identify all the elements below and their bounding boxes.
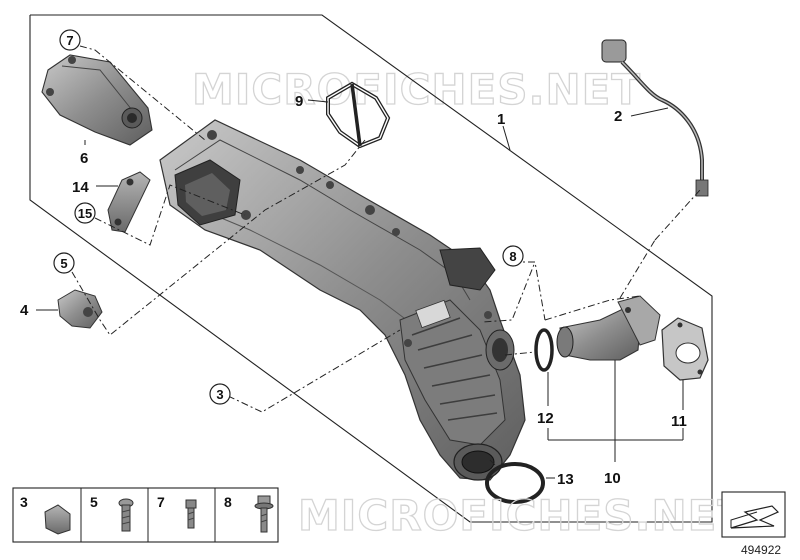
- valve-10: [556, 295, 661, 361]
- callout-4[interactable]: 4: [20, 302, 29, 319]
- o-ring-12: [534, 328, 554, 372]
- callout-6[interactable]: 6: [80, 150, 88, 167]
- callout-13[interactable]: 13: [557, 471, 574, 488]
- legend-item-3[interactable]: 3: [20, 494, 28, 510]
- legend-item-5[interactable]: 5: [90, 494, 98, 510]
- callout-15-circled[interactable]: 15: [74, 202, 96, 224]
- watermark-bottom: MICROFICHES.NET: [298, 491, 747, 540]
- bolt-icon: [118, 498, 134, 532]
- flange-bolt-icon: [254, 495, 274, 533]
- orientation-arrow: [721, 491, 786, 538]
- callout-2[interactable]: 2: [614, 108, 622, 125]
- pressure-sensor: [57, 289, 103, 329]
- watermark-top: MICROFICHES.NET: [192, 65, 641, 114]
- callout-1[interactable]: 1: [497, 111, 505, 128]
- callout-7-circled[interactable]: 7: [59, 29, 81, 51]
- intake-manifold: [159, 119, 526, 481]
- callout-12[interactable]: 12: [537, 410, 554, 427]
- callout-14[interactable]: 14: [72, 179, 89, 196]
- callout-7: 7: [66, 33, 73, 48]
- bracket: [107, 171, 151, 233]
- o-ring-13: [485, 462, 545, 504]
- callout-3-circled[interactable]: 3: [209, 383, 231, 405]
- legend-item-8[interactable]: 8: [224, 494, 232, 510]
- callout-5: 5: [60, 256, 67, 271]
- callout-8-circled[interactable]: 8: [502, 245, 524, 267]
- callout-5-circled[interactable]: 5: [53, 252, 75, 274]
- callout-10[interactable]: 10: [604, 470, 621, 487]
- callout-9[interactable]: 9: [295, 93, 303, 110]
- callout-11[interactable]: 11: [671, 413, 687, 430]
- callout-8: 8: [509, 249, 516, 264]
- leader-lines: [36, 99, 684, 479]
- document-number: 494922: [741, 543, 781, 557]
- callout-15: 15: [78, 206, 92, 221]
- flap-actuator: [41, 54, 153, 146]
- dashed-leaders: [71, 45, 701, 471]
- hardware-legend: 3 5 7 8: [12, 487, 279, 543]
- callout-3: 3: [216, 387, 223, 402]
- sensor-cable: [601, 39, 709, 197]
- assembly-outline: [29, 14, 713, 523]
- screw-icon: [185, 499, 197, 529]
- clip-icon: [44, 504, 71, 535]
- legend-item-7[interactable]: 7: [157, 494, 165, 510]
- gasket-9: [326, 81, 391, 149]
- gasket-11: [661, 317, 709, 381]
